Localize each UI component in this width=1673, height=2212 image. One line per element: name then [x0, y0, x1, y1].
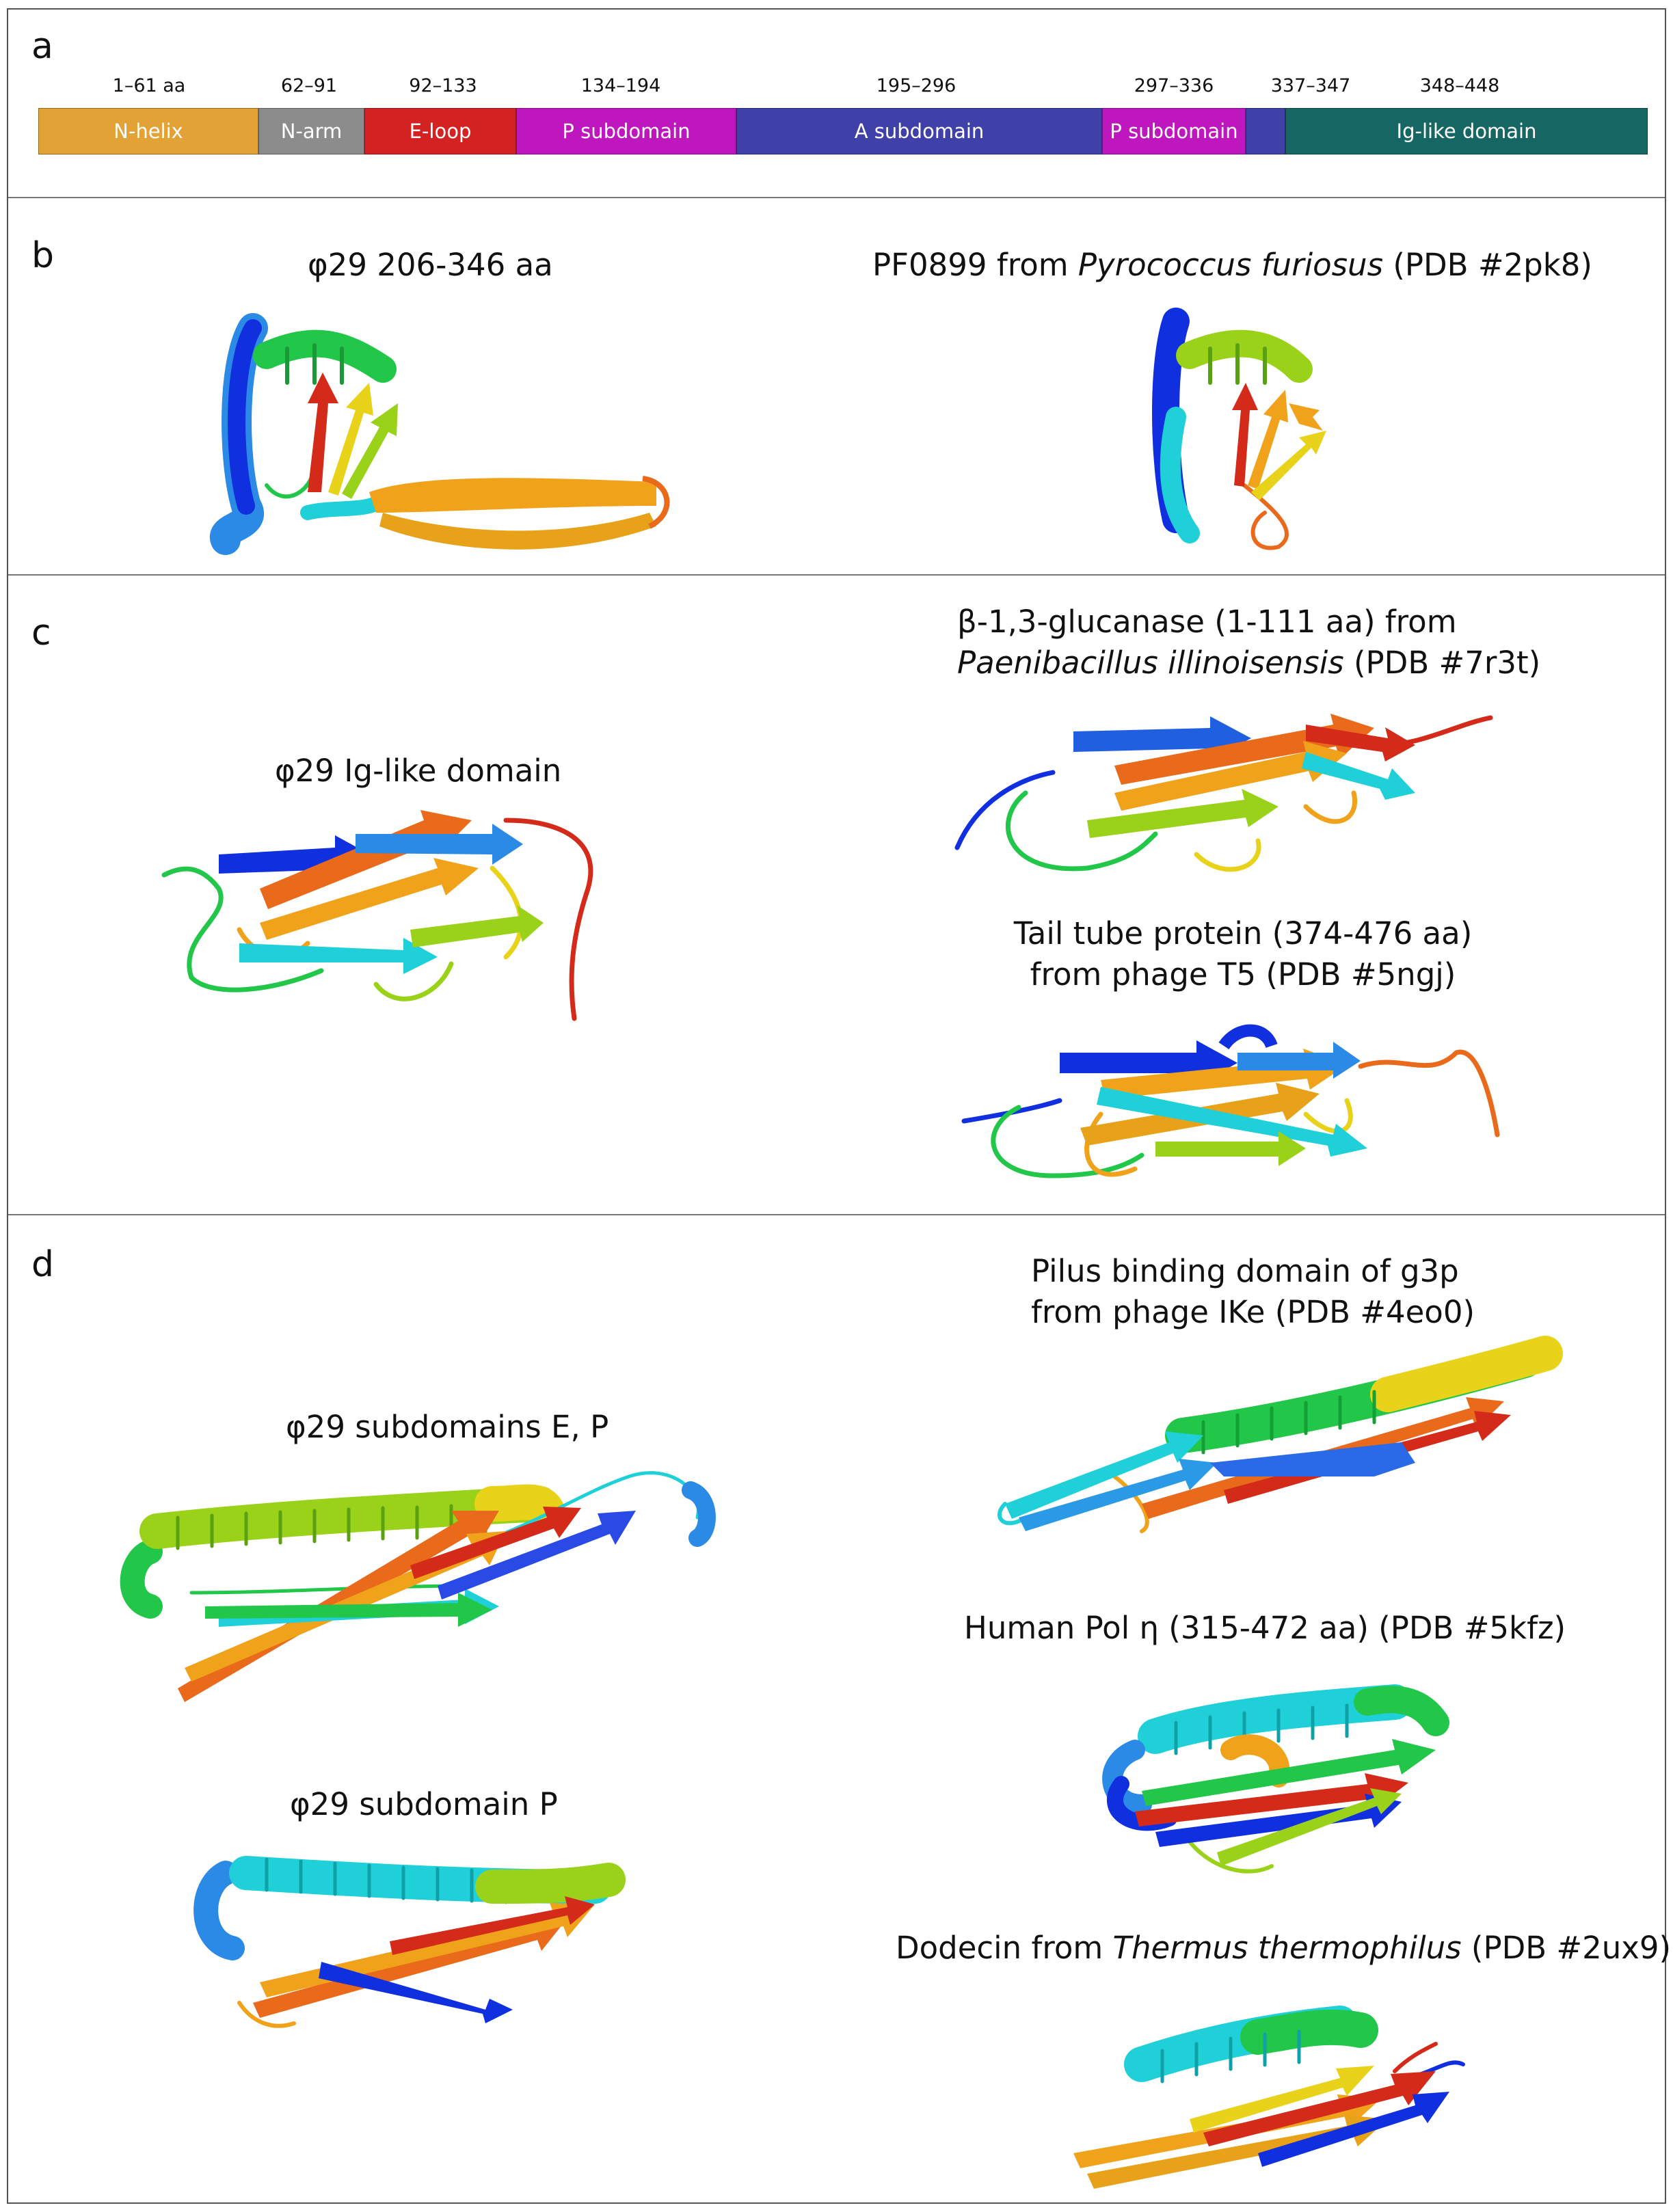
caption-dodecin: Dodecin from Thermus thermophilus (PDB #… [896, 1930, 1672, 1966]
caption-pf0899: PF0899 from Pyrococcus furiosus (PDB #2p… [872, 247, 1592, 283]
structure-phi29-206-346 [210, 313, 670, 555]
caption-phi29-ig-like: φ29 Ig-like domain [275, 753, 562, 789]
panel-label-d: d [31, 1244, 55, 1285]
structure-pol-eta [1102, 1684, 1449, 1874]
structure-phi29-e-p [120, 1471, 716, 1702]
segment-short-a [1246, 108, 1285, 154]
segment-range: 337–347 [1270, 75, 1351, 96]
segment-range: 297–336 [1134, 75, 1214, 96]
panel-divider-d [8, 1214, 1665, 1215]
panel-label-b: b [31, 235, 55, 276]
caption-pol-eta: Human Pol η (315-472 aa) (PDB #5kfz) [964, 1610, 1566, 1646]
structure-g3p [998, 1336, 1563, 1533]
panel-divider-b [8, 197, 1665, 198]
segment-n-arm: N-arm [258, 108, 364, 154]
segment-n-helix: N-helix [38, 108, 258, 154]
caption-phi29-206-346: φ29 206-346 aa [308, 247, 553, 283]
segment-p-subdomain-2: P subdomain [1102, 108, 1246, 154]
caption-tail-tube: Tail tube protein (374-476 aa) from phag… [1013, 915, 1473, 993]
segment-range: 1–61 aa [112, 75, 186, 96]
segment-range: 348–448 [1419, 75, 1500, 96]
panel-label-c: c [31, 612, 51, 653]
segment-range: 195–296 [876, 75, 956, 96]
segment-e-loop: E-loop [364, 108, 516, 154]
segment-a-subdomain: A subdomain [736, 108, 1102, 154]
structure-dodecin [1073, 2006, 1465, 2189]
caption-phi29-p: φ29 subdomain P [290, 1786, 558, 1822]
caption-g3p: Pilus binding domain of g3p from phage I… [1031, 1253, 1475, 1330]
segment-ig-like-domain: Ig-like domain [1285, 108, 1648, 154]
caption-phi29-e-p: φ29 subdomains E, P [286, 1409, 609, 1445]
structure-phi29-ig-like [161, 810, 593, 1021]
segment-range: 92–133 [409, 75, 477, 96]
panel-label-a: a [31, 26, 53, 67]
structure-pf0899 [1152, 308, 1326, 550]
structure-glucanase [954, 714, 1493, 872]
segment-range: 62–91 [280, 75, 338, 96]
panel-divider-c [8, 574, 1665, 576]
caption-glucanase: β-1,3-glucanase (1-111 aa) from Paenibac… [957, 604, 1541, 681]
figure-frame [7, 8, 1666, 2204]
segment-p-subdomain: P subdomain [516, 108, 736, 154]
structure-phi29-p [193, 1856, 626, 2028]
structure-tail-tube [961, 1024, 1500, 1178]
segment-range: 134–194 [580, 75, 661, 96]
